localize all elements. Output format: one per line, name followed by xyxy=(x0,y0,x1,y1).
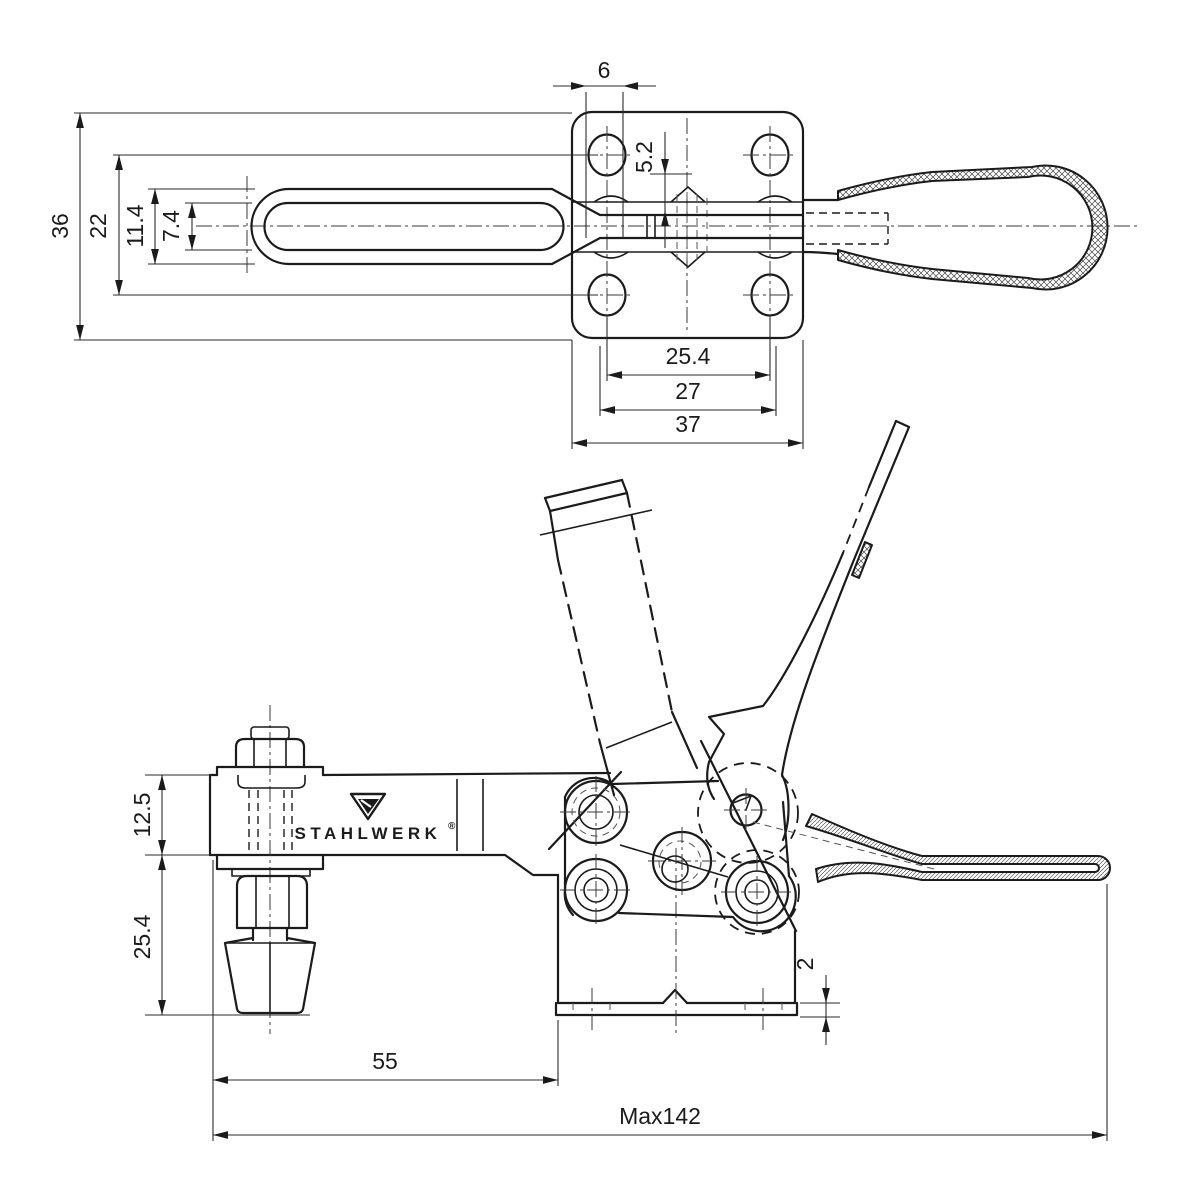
dim-max-length: Max142 xyxy=(213,884,1108,1141)
brand-name: STAHLWERK xyxy=(295,824,442,843)
lever-hub xyxy=(697,762,799,864)
stahlwerk-logo-icon xyxy=(349,792,387,821)
registered-mark: ® xyxy=(448,821,456,832)
handle-neck xyxy=(801,198,889,256)
channel-serrations xyxy=(572,186,803,268)
dim-label-37: 37 xyxy=(675,411,701,437)
rivet-upper-left xyxy=(560,776,632,848)
dim-label-2: 2 xyxy=(792,958,818,971)
dim-hole-row-spacing: 22 xyxy=(85,154,598,296)
dim-label-27: 27 xyxy=(675,378,701,404)
dim-bar-slot-width: 7.4 xyxy=(158,202,252,251)
side-view: STAHLWERK ® xyxy=(129,419,1111,1141)
dim-label-5-2: 5.2 xyxy=(631,141,657,173)
rubber-pressure-tip xyxy=(223,936,317,1015)
spindle-assembly xyxy=(215,705,325,1034)
dim-label-6: 6 xyxy=(598,57,611,83)
u-bar-top-view xyxy=(250,187,805,266)
mounting-holes xyxy=(580,118,797,332)
lower-hex-nut xyxy=(235,874,309,930)
dim-label-36: 36 xyxy=(47,213,73,239)
base-center-mark xyxy=(661,988,689,1005)
center-pivot xyxy=(648,827,716,895)
pivot-mechanism xyxy=(547,739,800,935)
phantom-handle xyxy=(539,478,699,797)
dim-arm-height: 12.5 xyxy=(129,774,215,856)
dim-label-max142: Max142 xyxy=(619,1103,701,1129)
dim-hole-slot-width: 6 xyxy=(553,57,656,238)
rivet-lower-right xyxy=(714,849,800,935)
clamp-body xyxy=(554,848,799,1034)
dim-label-25-4-top: 25.4 xyxy=(666,343,711,369)
clamp-arm xyxy=(208,771,612,877)
dim-label-25-4-side: 25.4 xyxy=(129,914,155,959)
dim-label-7-4: 7.4 xyxy=(158,210,184,242)
upper-hex-nut xyxy=(234,737,306,769)
grip-sleeve-section xyxy=(851,541,873,579)
dim-base-length: 55 xyxy=(212,860,559,1141)
lower-washer xyxy=(215,853,325,871)
dim-label-12-5: 12.5 xyxy=(129,793,155,838)
top-view: 6 5.2 36 22 11.4 xyxy=(47,57,1140,449)
dim-label-22: 22 xyxy=(85,213,111,239)
upper-washer xyxy=(215,765,325,777)
dim-plate-width: 37 xyxy=(571,340,804,449)
dim-hole-edge-offset: 5.2 xyxy=(631,132,692,248)
dim-inner-spacing: 27 xyxy=(599,346,777,416)
rivet-lower-left xyxy=(560,854,632,926)
base-plate-top-view xyxy=(570,110,805,340)
dim-base-thickness: 2 xyxy=(792,958,840,1045)
dim-clamp-height: 25.4 xyxy=(129,855,310,1016)
dim-plate-height: 36 xyxy=(47,112,572,341)
dim-bar-outer-width: 11.4 xyxy=(122,188,255,265)
handle-grip-top-view xyxy=(837,164,1109,291)
lever-handle xyxy=(706,419,911,842)
dim-hole-col-spacing: 25.4 xyxy=(606,318,771,381)
brand-mark: STAHLWERK ® xyxy=(295,792,456,843)
bar-side-view xyxy=(752,813,1111,883)
dim-label-55: 55 xyxy=(372,1048,398,1074)
dim-label-11-4: 11.4 xyxy=(122,204,148,247)
